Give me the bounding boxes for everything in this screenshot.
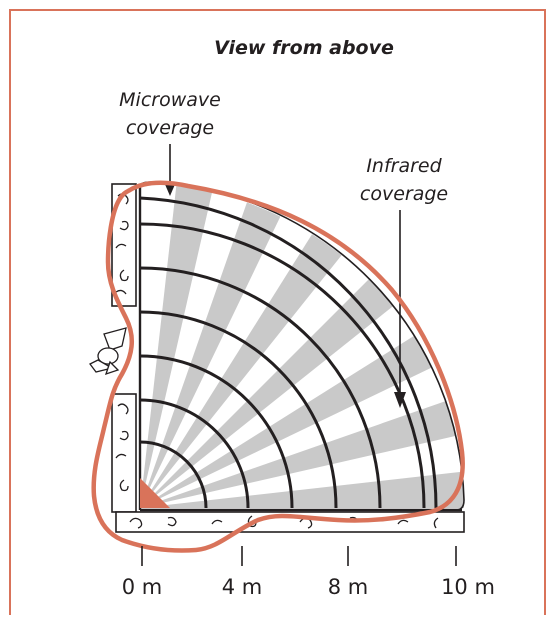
infrared-label-line1: Infrared xyxy=(366,155,442,177)
infrared-zone-sector xyxy=(140,469,464,508)
infrared-arrow xyxy=(394,210,406,408)
left-wall-lower xyxy=(111,393,137,513)
person-walking-icon xyxy=(89,327,127,376)
infrared-zone-sector xyxy=(140,220,352,508)
infrared-coverage-fan xyxy=(140,184,464,508)
infrared-zone-sector xyxy=(140,395,464,508)
tick-label-4: 4 m xyxy=(222,575,263,599)
tick-label-0: 0 m xyxy=(122,575,163,599)
distance-arc xyxy=(139,310,338,509)
bottom-wall xyxy=(115,511,465,533)
distance-arcs xyxy=(139,196,438,509)
tick-label-8: 8 m xyxy=(328,575,369,599)
infrared-zone-sector xyxy=(140,187,288,508)
infrared-zone-sector xyxy=(140,267,406,508)
distance-arc xyxy=(139,398,250,509)
microwave-label-line1: Microwave xyxy=(119,89,221,111)
detector-icon xyxy=(140,478,170,508)
microwave-label-line2: coverage xyxy=(126,117,214,139)
infrared-zone-sector xyxy=(140,184,216,508)
tick-label-10: 10 m xyxy=(441,575,495,599)
microwave-arrow xyxy=(164,144,176,196)
infrared-label-line2: coverage xyxy=(360,183,448,205)
distance-arc xyxy=(139,196,438,509)
distance-axis xyxy=(141,546,457,566)
microwave-coverage-outline xyxy=(91,180,465,553)
distance-arc xyxy=(139,354,294,509)
figure-frame xyxy=(9,9,546,615)
distance-arc xyxy=(139,266,382,509)
infrared-zone-sector xyxy=(140,327,447,508)
distance-arc xyxy=(139,440,208,509)
distance-arc xyxy=(139,222,426,509)
diagram-title: View from above xyxy=(214,37,394,59)
